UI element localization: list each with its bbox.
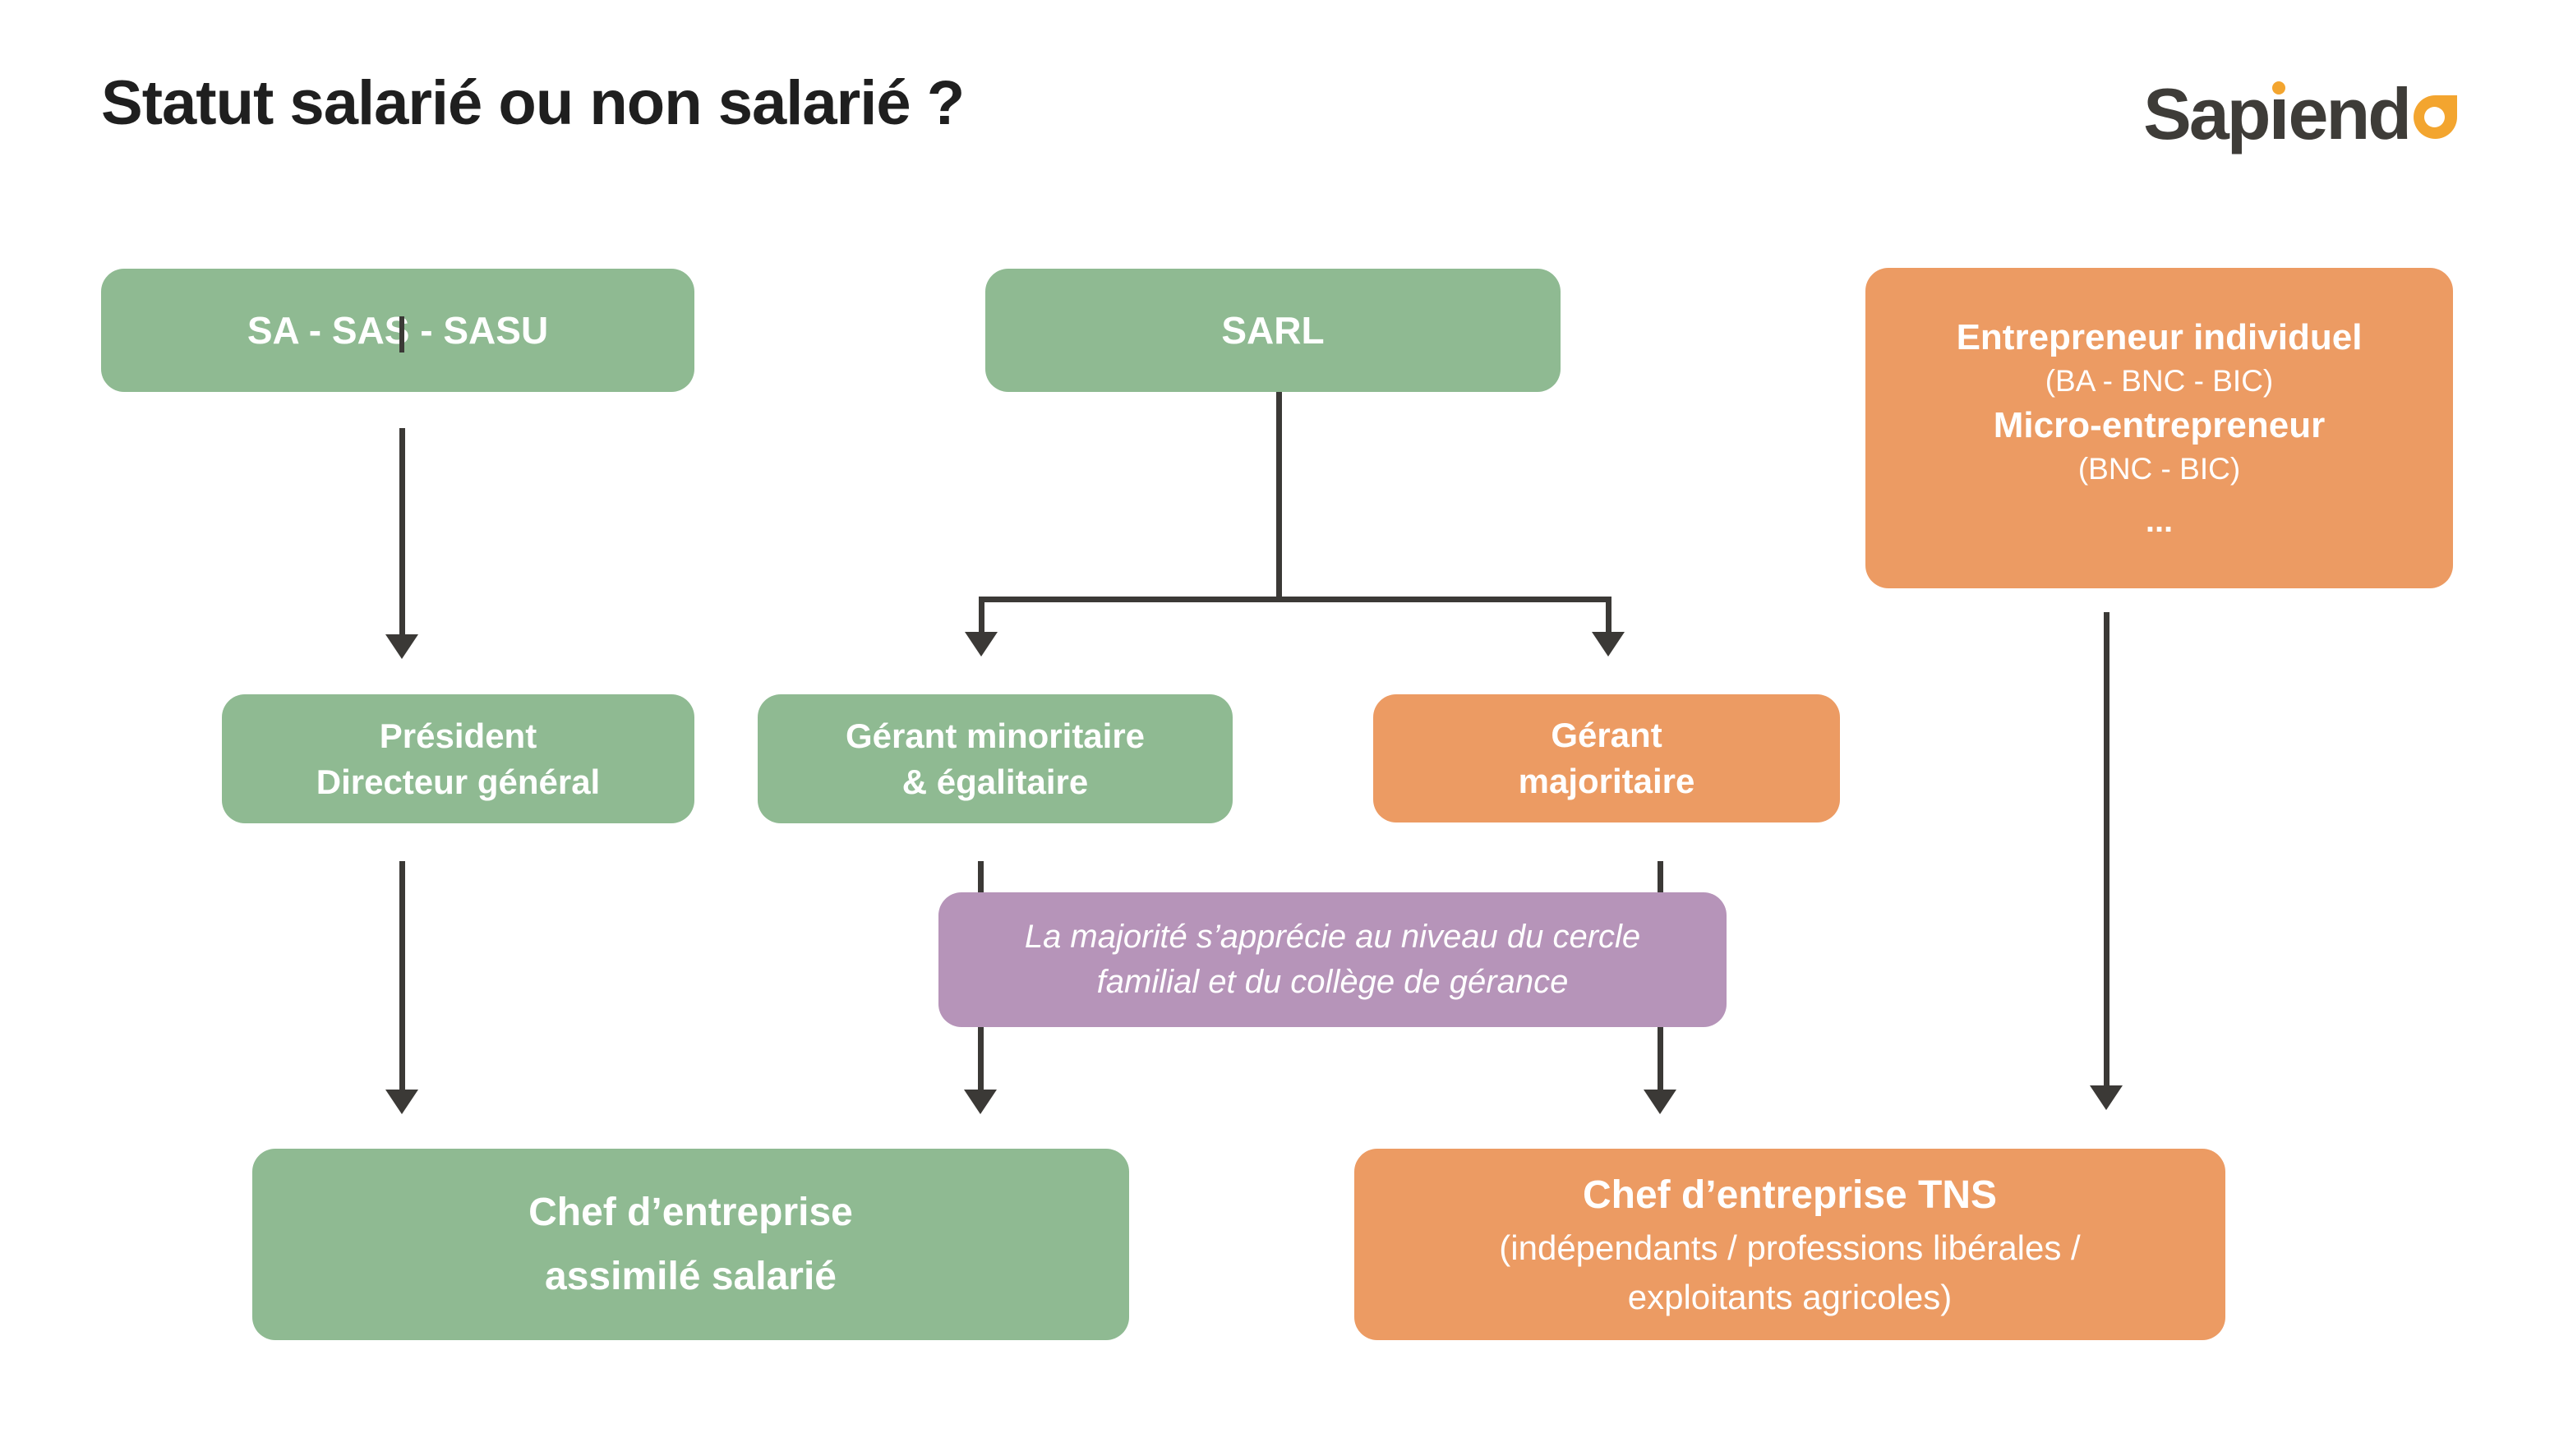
node-label-line: majoritaire bbox=[1518, 762, 1695, 800]
node-label: SA - SAS - SASU bbox=[247, 309, 549, 352]
arrow-line-president-to-chef bbox=[399, 861, 405, 1090]
node-entrepreneur-individuel: Entrepreneur individuel (BA - BNC - BIC)… bbox=[1865, 268, 2453, 588]
node-label-line: Entrepreneur individuel bbox=[1956, 316, 2363, 357]
arrowhead-icon bbox=[1592, 632, 1625, 657]
node-label-line: assimilé salarié bbox=[545, 1254, 837, 1298]
logo-drop-o-icon bbox=[2414, 95, 2457, 139]
node-label-line: & égalitaire bbox=[901, 762, 1089, 801]
arrow-line-sarl-branch bbox=[979, 597, 1611, 602]
arrow-line-sarl-stem bbox=[1276, 392, 1282, 602]
arrow-line-sa-to-president bbox=[399, 428, 405, 635]
node-label-line: ... bbox=[2145, 502, 2174, 539]
node-president-dg: Président Directeur général bbox=[222, 694, 694, 823]
arrow-line-ei-to-tns bbox=[2104, 612, 2109, 1086]
node-label-line: Gérant bbox=[1551, 716, 1662, 755]
node-label-line: exploitants agricoles) bbox=[1627, 1277, 1953, 1316]
node-sarl: SARL bbox=[985, 269, 1561, 392]
node-chef-tns: Chef d’entreprise TNS (indépendants / pr… bbox=[1354, 1149, 2225, 1340]
node-label-line: (indépendants / professions libérales / bbox=[1499, 1228, 2081, 1267]
arrowhead-icon bbox=[2090, 1085, 2123, 1110]
node-label-line: Chef d’entreprise TNS bbox=[1582, 1173, 1998, 1217]
node-label-line: Gérant minoritaire bbox=[845, 716, 1146, 755]
node-label: SARL bbox=[1221, 309, 1325, 352]
arrow-line-branch-right bbox=[1606, 597, 1611, 633]
node-label-line: Président bbox=[379, 716, 537, 755]
connector-stub bbox=[399, 316, 404, 352]
note-line: familial et du collège de gérance bbox=[1096, 964, 1569, 1000]
logo-i-dot-icon bbox=[2271, 81, 2285, 139]
node-gerant-minoritaire: Gérant minoritaire & égalitaire bbox=[758, 694, 1233, 823]
arrowhead-icon bbox=[385, 634, 418, 659]
logo-text-part2: end bbox=[2288, 73, 2412, 154]
logo-text-part1: Sap bbox=[2143, 73, 2271, 154]
node-label-line: Directeur général bbox=[316, 762, 601, 801]
node-label-line: (BA - BNC - BIC) bbox=[2045, 363, 2274, 398]
node-chef-assimile-salarie: Chef d’entreprise assimilé salarié bbox=[252, 1149, 1129, 1340]
note-line: La majorité s’apprécie au niveau du cerc… bbox=[1024, 918, 1641, 955]
arrow-line-branch-left bbox=[979, 597, 984, 633]
node-label-line: Chef d’entreprise bbox=[528, 1190, 853, 1234]
node-gerant-majoritaire: Gérant majoritaire bbox=[1373, 694, 1840, 822]
arrowhead-icon bbox=[1644, 1090, 1676, 1114]
arrowhead-icon bbox=[964, 1090, 997, 1114]
arrowhead-icon bbox=[965, 632, 998, 657]
note-majorite: La majorité s’apprécie au niveau du cerc… bbox=[938, 892, 1727, 1027]
node-label-line: (BNC - BIC) bbox=[2077, 451, 2241, 486]
node-sa-sas-sasu: SA - SAS - SASU bbox=[101, 269, 694, 392]
arrowhead-icon bbox=[385, 1090, 418, 1114]
page-title: Statut salarié ou non salarié ? bbox=[101, 68, 965, 138]
node-label-line: Micro-entrepreneur bbox=[1993, 404, 2326, 445]
